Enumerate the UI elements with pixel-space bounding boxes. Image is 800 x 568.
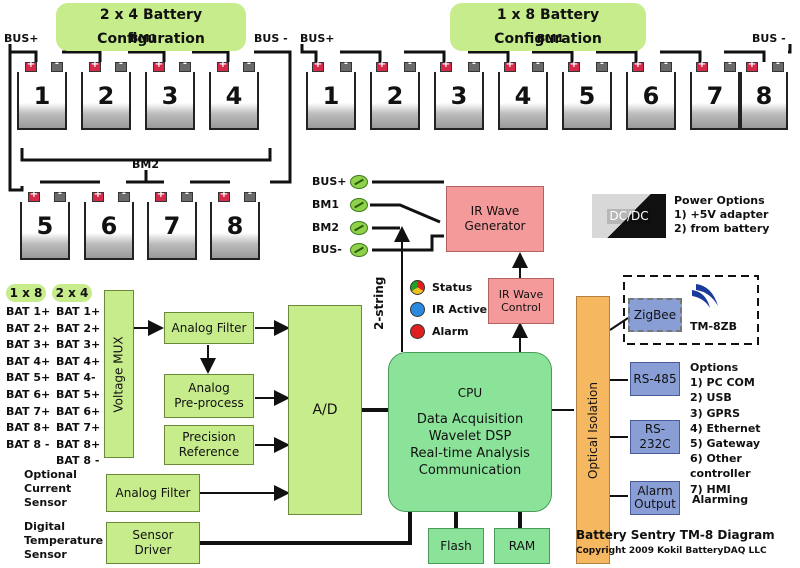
ir-active-led-label: IR Active	[432, 303, 488, 316]
terminal-connector-icon	[350, 243, 368, 257]
battery: 7	[147, 188, 197, 260]
battery: 6	[84, 188, 134, 260]
bm1-label-left: BM1	[130, 32, 157, 45]
cpu-functions: Data Acquisition Wavelet DSP Real-time A…	[410, 411, 530, 478]
alarming-label: Alarming	[692, 493, 749, 506]
battery: 7	[690, 58, 740, 130]
rs232c-block: RS-232C	[630, 420, 680, 454]
sensor-driver-block: Sensor Driver	[106, 522, 200, 564]
terminal-label-bm1: BM1	[312, 198, 339, 211]
tag-2x4: 2 x 4	[52, 284, 92, 302]
alarm-led-label: Alarm	[432, 325, 469, 338]
bus-minus-label-right: BUS -	[752, 32, 786, 45]
battery: 6	[626, 58, 676, 130]
optical-isolation-block: Optical Isolation	[576, 296, 610, 564]
status-led-label: Status	[432, 281, 473, 294]
ram-block: RAM	[494, 528, 550, 564]
power-options-text: Power Options 1) +5V adapter 2) from bat…	[674, 194, 770, 235]
bm2-label-left: BM2	[132, 158, 159, 171]
cpu-title: CPU	[457, 385, 483, 400]
ir-wave-control-block: IR Wave Control	[488, 278, 554, 324]
analog-preprocess-block: Analog Pre-process	[164, 374, 254, 418]
options-text: Options 1) PC COM 2) USB 3) GPRS 4) Ethe…	[690, 361, 761, 496]
title-1x8-config: 1 x 8 Battery Configuration	[450, 3, 646, 51]
bm1-label-right: BM1	[537, 32, 564, 45]
battery: 4	[209, 58, 259, 130]
battery: 2	[81, 58, 131, 130]
terminal-label-bm2: BM2	[312, 221, 339, 234]
bus-minus-label-left: BUS -	[254, 32, 288, 45]
terminal-label-bus-minus: BUS-	[312, 243, 342, 256]
zigbee-block: ZigBee	[628, 298, 682, 332]
battery: 1	[306, 58, 356, 130]
battery: 3	[145, 58, 195, 130]
current-sensor-label: Optional Current Sensor	[24, 468, 77, 509]
two-string-label: 2-string	[372, 276, 386, 330]
battery: 5	[20, 188, 70, 260]
terminal-connector-icon	[350, 175, 368, 189]
status-led-icon	[410, 280, 425, 295]
title-2x4-config: 2 x 4 Battery Configuration	[56, 3, 246, 51]
terminal-label-bus-plus: BUS+	[312, 175, 347, 188]
battery: 8	[740, 58, 788, 130]
flash-block: Flash	[428, 528, 484, 564]
ir-wave-generator-block: IR Wave Generator	[446, 186, 544, 252]
analog-filter-current-block: Analog Filter	[106, 474, 200, 512]
footer-copyright: Copyright 2009 Kokil BatteryDAQ LLC	[576, 546, 767, 556]
rs485-block: RS-485	[630, 362, 680, 396]
list-2x4: BAT 1+BAT 2+BAT 3+BAT 4+BAT 4-BAT 5+BAT …	[56, 305, 101, 468]
battery: 3	[434, 58, 484, 130]
battery: 1	[17, 58, 67, 130]
analog-filter-block: Analog Filter	[164, 312, 254, 344]
bus-plus-label-left: BUS+	[4, 32, 39, 45]
terminal-connector-icon	[350, 198, 368, 212]
dcdc-block: DC/DC	[592, 194, 666, 238]
alarm-led-icon	[410, 324, 425, 339]
alarm-output-block: Alarm Output	[630, 481, 680, 515]
ir-active-led-icon	[410, 302, 425, 317]
temperature-sensor-label: Digital Temperature Sensor	[24, 520, 104, 561]
battery: 2	[370, 58, 420, 130]
list-1x8: BAT 1+BAT 2+BAT 3+BAT 4+BAT 5+BAT 6+BAT …	[6, 305, 51, 451]
ad-converter-block: A/D	[288, 305, 362, 515]
precision-reference-block: Precision Reference	[164, 425, 254, 465]
voltage-mux-block: Voltage MUX	[104, 290, 134, 458]
cpu-block: CPU Data Acquisition Wavelet DSP Real-ti…	[388, 352, 552, 512]
battery: 5	[562, 58, 612, 130]
tm8zb-label: TM-8ZB	[690, 320, 738, 333]
tag-1x8: 1 x 8	[6, 284, 46, 302]
battery: 4	[498, 58, 548, 130]
footer-title: Battery Sentry TM-8 Diagram	[576, 528, 775, 542]
battery: 8	[210, 188, 260, 260]
bus-plus-label-right: BUS+	[300, 32, 335, 45]
terminal-connector-icon	[350, 221, 368, 235]
